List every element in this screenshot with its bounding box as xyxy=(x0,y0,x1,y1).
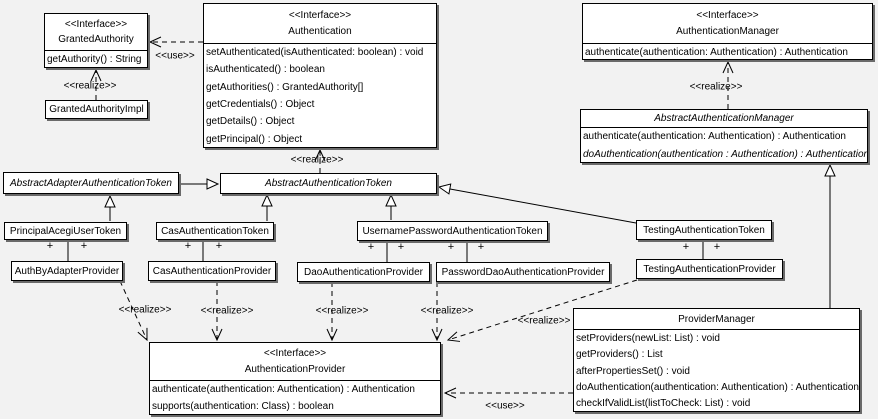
realize-label-authby-provider: <<realize>> xyxy=(118,304,172,316)
class-name: DaoAuthenticationProvider xyxy=(304,266,423,278)
method: supports(authentication: Class) : boolea… xyxy=(152,401,334,412)
assoc-end-plus: + xyxy=(447,241,455,253)
class-name: AbstractAuthenticationManager xyxy=(654,113,794,124)
class-name: TestingAuthenticationToken xyxy=(643,224,765,236)
class-name: GrantedAuthorityImpl xyxy=(49,104,144,115)
method: doAuthentication(authentication : Authen… xyxy=(583,148,867,160)
realize-label-testing-provider: <<realize>> xyxy=(517,315,571,327)
method: authenticate(authentication: Authenticat… xyxy=(583,131,846,143)
class-name: Authentication xyxy=(288,26,352,38)
assoc-end-plus: + xyxy=(80,240,88,252)
stereotype-label: <<Interface>> xyxy=(288,9,352,21)
class-principal-acegi-user-token[interactable]: PrincipalAcegiUserToken xyxy=(4,222,127,240)
class-granted-authority[interactable]: <<Interface>> GrantedAuthority getAuthor… xyxy=(44,13,148,68)
assoc-end-plus: + xyxy=(682,241,690,253)
stereotype-label: <<Interface>> xyxy=(696,9,759,21)
assoc-end-plus: + xyxy=(46,240,54,252)
class-name: CasAuthenticationToken xyxy=(161,225,269,237)
realize-label-cas-provider: <<realize>> xyxy=(200,305,254,317)
class-granted-authority-impl[interactable]: GrantedAuthorityImpl xyxy=(45,100,148,119)
assoc-end-plus: + xyxy=(397,241,405,253)
class-username-password-authentication-token[interactable]: UsernamePasswordAuthenticationToken xyxy=(357,221,548,241)
class-authentication-provider[interactable]: <<Interface>> AuthenticationProvider aut… xyxy=(149,342,441,415)
class-authentication-manager[interactable]: <<Interface>> AuthenticationManager auth… xyxy=(582,3,873,60)
class-cas-authentication-provider[interactable]: CasAuthenticationProvider xyxy=(148,261,276,281)
method: getPrincipal() : Object xyxy=(206,133,303,145)
method: getDetails() : Object xyxy=(206,116,295,128)
class-name: AuthByAdapterProvider xyxy=(14,265,120,277)
class-provider-manager[interactable]: ProviderManager setProviders(newList: Li… xyxy=(573,308,860,412)
class-name: AbstractAuthenticationToken xyxy=(265,178,392,189)
class-dao-authentication-provider[interactable]: DaoAuthenticationProvider xyxy=(297,262,430,282)
class-name: PrincipalAcegiUserToken xyxy=(9,225,122,237)
assoc-end-plus: + xyxy=(713,241,721,253)
class-name: PasswordDaoAuthenticationProvider xyxy=(441,266,605,278)
stereotype-label: <<Interface>> xyxy=(64,18,128,30)
method: getAuthority() : String xyxy=(47,54,142,65)
gen-testing-token-to-abstract-token xyxy=(437,183,637,224)
realize-label-abstract-auth-manager: <<realize>> xyxy=(689,81,743,93)
class-abstract-adapter-authentication-token[interactable]: AbstractAdapterAuthenticationToken xyxy=(3,172,179,194)
class-name: AuthenticationProvider xyxy=(244,364,346,375)
method: afterPropertiesSet() : void xyxy=(576,365,690,377)
method: doAuthentication(authentication: Authent… xyxy=(576,381,859,393)
realize-label-abstract-token: <<realize>> xyxy=(290,154,344,166)
assoc-end-plus: + xyxy=(215,240,223,252)
class-authentication[interactable]: <<Interface>> Authentication setAuthenti… xyxy=(203,3,437,148)
method: getAuthorities() : GrantedAuthority[] xyxy=(206,81,364,93)
class-name: AuthenticationManager xyxy=(676,26,779,38)
method: isAuthenticated() : boolean xyxy=(206,64,325,76)
assoc-end-plus: + xyxy=(184,240,192,252)
realize-label-granted-authority-impl: <<realize>> xyxy=(63,80,117,92)
class-name: CasAuthenticationProvider xyxy=(152,265,272,277)
class-abstract-authentication-manager[interactable]: AbstractAuthenticationManager authentica… xyxy=(580,109,868,163)
class-password-dao-authentication-provider[interactable]: PasswordDaoAuthenticationProvider xyxy=(436,262,610,282)
class-testing-authentication-token[interactable]: TestingAuthenticationToken xyxy=(636,220,772,240)
method: checkIfValidList(listToCheck: List) : vo… xyxy=(576,398,751,410)
use-label-granted-authority: <<use>> xyxy=(155,50,195,62)
realize-label-passworddao-provider: <<realize>> xyxy=(420,305,474,317)
class-name: UsernamePasswordAuthenticationToken xyxy=(362,225,543,237)
class-name: GrantedAuthority xyxy=(58,34,134,46)
class-abstract-authentication-token[interactable]: AbstractAuthenticationToken xyxy=(220,173,437,194)
assoc-end-plus: + xyxy=(477,241,485,253)
method: authenticate(authentication: Authenticat… xyxy=(585,46,848,58)
stereotype-label: <<Interface>> xyxy=(263,348,327,359)
method: authenticate(authentication: Authenticat… xyxy=(152,384,415,395)
class-name: TestingAuthenticationProvider xyxy=(643,263,776,275)
method: setProviders(newList: List) : void xyxy=(576,332,720,344)
method: getCredentials() : Object xyxy=(206,99,315,111)
class-name: ProviderManager xyxy=(678,313,755,325)
class-testing-authentication-provider[interactable]: TestingAuthenticationProvider xyxy=(636,259,783,279)
class-cas-authentication-token[interactable]: CasAuthenticationToken xyxy=(156,222,274,240)
class-auth-by-adapter-provider[interactable]: AuthByAdapterProvider xyxy=(11,261,123,281)
class-name: AbstractAdapterAuthenticationToken xyxy=(10,177,172,189)
assoc-end-plus: + xyxy=(367,241,375,253)
realize-label-dao-provider: <<realize>> xyxy=(315,305,369,317)
method: getProviders() : List xyxy=(576,349,663,361)
use-label-provider-manager: <<use>> xyxy=(485,400,525,412)
method: setAuthenticated(isAuthenticated: boolea… xyxy=(206,47,424,59)
